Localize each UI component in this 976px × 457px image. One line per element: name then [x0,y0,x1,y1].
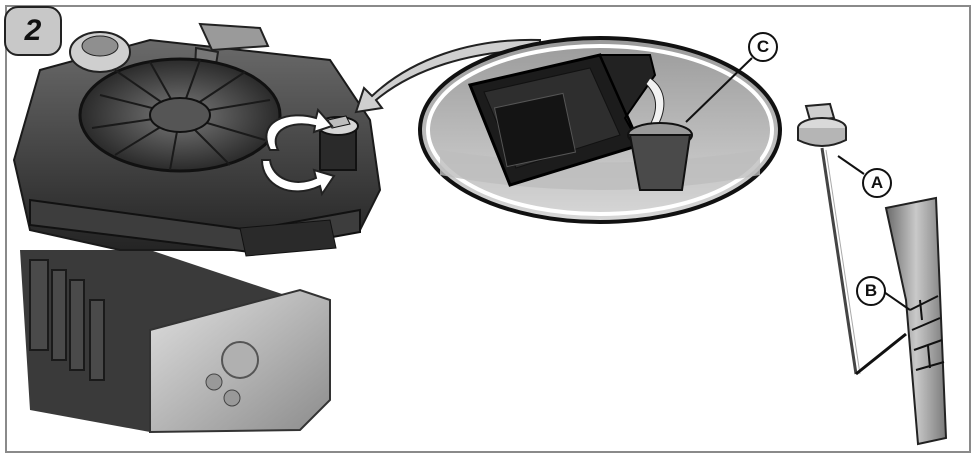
callout-a: A [862,168,892,198]
dipstick-detail-illustration [855,196,948,446]
callout-c: C [748,32,778,62]
engine-illustration [12,22,382,434]
step-number-badge: 2 [4,6,62,56]
rotate-arrow-icon [260,107,336,197]
dipstick-illustration [797,102,865,375]
frame-border [5,5,971,453]
callout-b: B [856,276,886,306]
funnel-illustration [418,36,782,224]
